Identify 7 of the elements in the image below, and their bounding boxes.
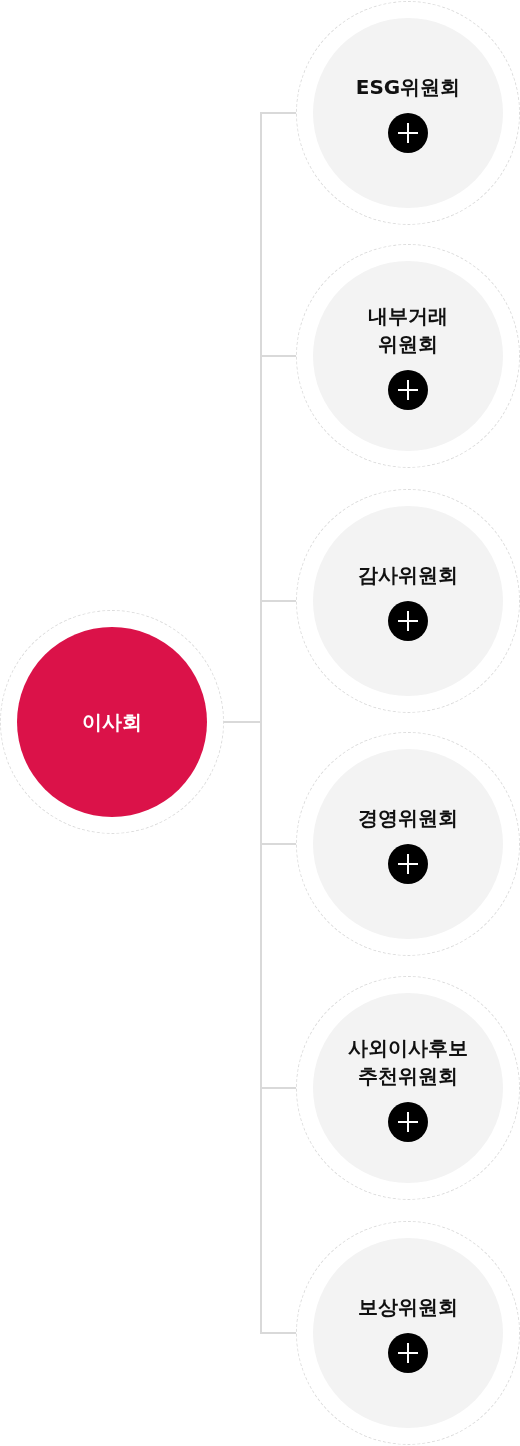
node-label: 사외이사후보 추천위원회	[347, 1035, 469, 1090]
node-label: 경영위원회	[357, 805, 459, 832]
node-label: 내부거래 위원회	[367, 303, 449, 358]
node-label: ESG위원회	[354, 74, 462, 101]
node-label: 이사회	[81, 709, 143, 736]
node-label: 감사위원회	[357, 562, 459, 589]
node-label: 보상위원회	[357, 1294, 459, 1321]
